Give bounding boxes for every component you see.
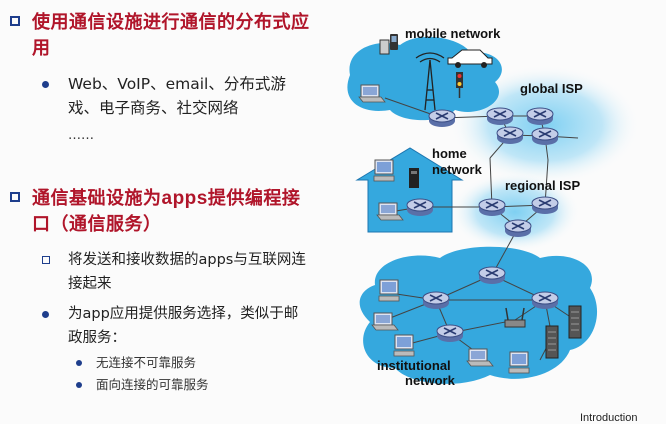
ellipsis: …… xyxy=(68,128,94,143)
bullet-text: Web、VoIP、email、分布式游戏、电子商务、社交网络 xyxy=(68,75,286,117)
router-home xyxy=(406,198,434,217)
router-global-4 xyxy=(531,127,559,146)
phone-icon xyxy=(390,34,398,50)
inst-pc-icon-3 xyxy=(508,351,530,374)
bullet-text: 使用通信设施进行通信的分布式应用 xyxy=(32,12,310,59)
bullet-text: 将发送和接收数据的apps与互联网连接起来 xyxy=(68,252,306,292)
square-bullet-icon xyxy=(42,256,50,264)
router-regional-3 xyxy=(504,219,532,238)
label-institutional-1: institutional xyxy=(377,358,451,373)
pda-icon xyxy=(379,39,390,55)
label-global-isp: global ISP xyxy=(520,81,583,96)
inst-pc-icon-2 xyxy=(393,334,415,357)
router-inst-3 xyxy=(531,291,559,310)
bullet-text: 为app应用提供服务选择，类似于邮政服务： xyxy=(68,306,299,346)
router-inst-1 xyxy=(478,266,506,285)
bullet-app-examples: Web、VoIP、email、分布式游戏、电子商务、社交网络 xyxy=(38,72,308,120)
bullet-connect-apps: 将发送和接收数据的apps与互联网连接起来 xyxy=(38,248,308,296)
slide-footer: Introduction xyxy=(580,412,638,424)
car-icon xyxy=(447,49,493,68)
home-server-icon xyxy=(409,168,419,188)
institutional-network-cloud xyxy=(359,246,598,384)
wireless-ap-icon xyxy=(504,307,526,328)
router-regional-2 xyxy=(531,196,559,215)
label-regional-isp: regional ISP xyxy=(505,178,580,193)
inst-server-icon-1 xyxy=(545,325,559,359)
regional-isp-glow xyxy=(450,172,580,252)
bullet-connection-oriented: 面向连接的可靠服务 xyxy=(74,375,304,395)
bullet-text: 通信基础设施为apps提供编程接口（通信服务） xyxy=(32,186,310,238)
inst-pc-icon-1 xyxy=(378,279,400,302)
home-pc-icon xyxy=(373,159,395,182)
bullet-text: 面向连接的可靠服务 xyxy=(96,377,209,392)
bullet-apps-word: apps xyxy=(161,188,208,209)
square-bullet-icon xyxy=(10,192,20,202)
label-institutional-2: network xyxy=(405,373,456,388)
bullet-suffix: 提供编程接口（通信服务） xyxy=(32,188,301,235)
bullet-distributed-apps: 使用通信设施进行通信的分布式应用 xyxy=(10,10,310,62)
traffic-light-icon xyxy=(456,72,463,98)
router-global-3 xyxy=(496,126,524,145)
router-regional-1 xyxy=(478,198,506,217)
router-inst-4 xyxy=(436,324,464,343)
router-mobile xyxy=(428,109,456,128)
router-inst-2 xyxy=(422,291,450,310)
dot-bullet-icon xyxy=(42,311,49,318)
router-global-2 xyxy=(526,107,554,126)
label-mobile-network: mobile network xyxy=(405,26,501,41)
bullet-infrastructure: 通信基础设施为apps提供编程接口（通信服务） xyxy=(10,186,310,238)
dot-bullet-icon xyxy=(42,81,49,88)
bullet-prefix: 通信基础设施为 xyxy=(32,188,162,209)
bullet-connectionless: 无连接不可靠服务 xyxy=(74,353,304,373)
router-global-1 xyxy=(486,107,514,126)
bullet-text: 无连接不可靠服务 xyxy=(96,355,197,370)
dot-bullet-icon xyxy=(76,360,82,366)
dot-bullet-icon xyxy=(76,382,82,388)
label-home-network-2: network xyxy=(432,162,483,177)
square-bullet-icon xyxy=(10,16,20,26)
bullet-service-options: 为app应用提供服务选择，类似于邮政服务： xyxy=(38,302,308,350)
cell-tower-icon xyxy=(415,52,445,111)
label-home-network-1: home xyxy=(432,146,467,161)
inst-server-icon-2 xyxy=(568,305,582,339)
